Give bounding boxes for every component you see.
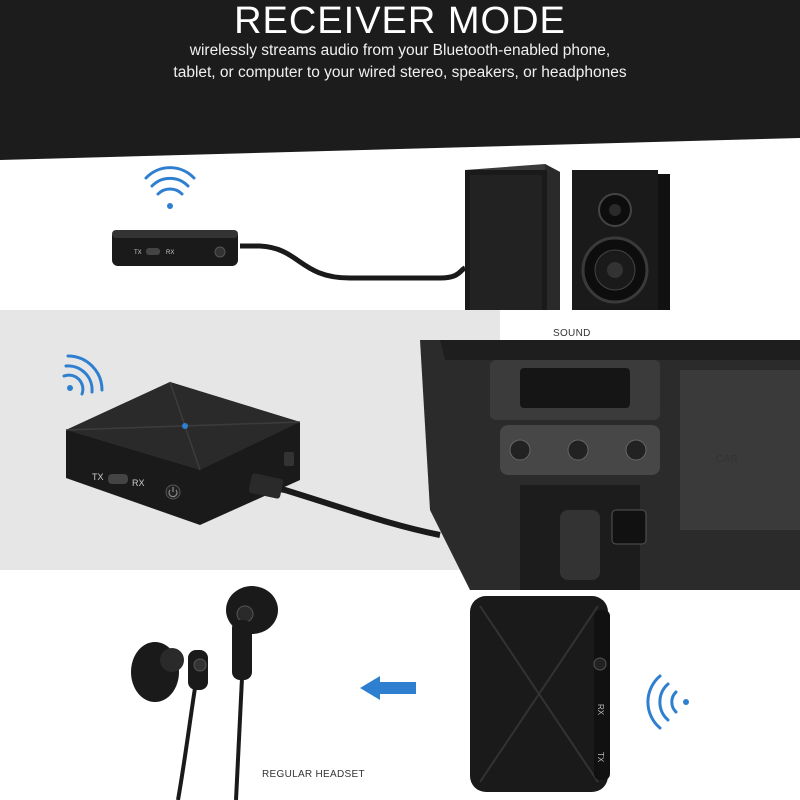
speakers-scene: TX RX [0, 160, 800, 339]
audio-cable [261, 483, 441, 538]
headset-scene: RX TX REGULAR HEADSET [0, 580, 800, 800]
device-tx-label: TX [134, 250, 142, 256]
device-tx-label: TX [596, 752, 605, 763]
wireless-signal-icon [646, 674, 689, 730]
speaker-left [465, 164, 560, 310]
car-label: CAR [716, 454, 739, 465]
speaker-right [572, 170, 670, 310]
arrow-left-icon [360, 676, 416, 700]
receiver-device-front: RX TX [470, 596, 610, 792]
page-subtitle: wirelessly streams audio from your Bluet… [0, 40, 800, 84]
car-illustration: TX RX [0, 310, 800, 590]
receiver-device-large: TX RX [65, 381, 301, 525]
device-rx-label: RX [166, 250, 174, 256]
headset-illustration: RX TX [131, 586, 689, 800]
earbud-left [131, 642, 208, 800]
earbud-right [226, 586, 278, 800]
device-rx-label: RX [132, 478, 145, 488]
device-tx-label: TX [92, 472, 104, 482]
receiver-device-small: TX RX [112, 230, 238, 266]
regular-headset-label: REGULAR HEADSET [262, 769, 365, 780]
header-banner: RECEIVER MODE wirelessly streams audio f… [0, 0, 800, 160]
speakers-illustration: TX RX [112, 164, 670, 310]
subtitle-line-1: wirelessly streams audio from your Bluet… [189, 42, 611, 59]
page-title: RECEIVER MODE [234, 0, 566, 42]
power-button-icon [165, 484, 181, 500]
car-scene: TX RX CAR [0, 310, 800, 590]
device-rx-label: RX [596, 704, 605, 716]
subtitle-line-2: tablet, or computer to your wired stereo… [173, 64, 627, 81]
wireless-signal-icon [62, 354, 104, 396]
wireless-signal-icon [144, 166, 196, 209]
sound-label: SOUND [553, 328, 591, 339]
audio-cable [240, 243, 467, 281]
header-white-wedge [0, 138, 800, 160]
